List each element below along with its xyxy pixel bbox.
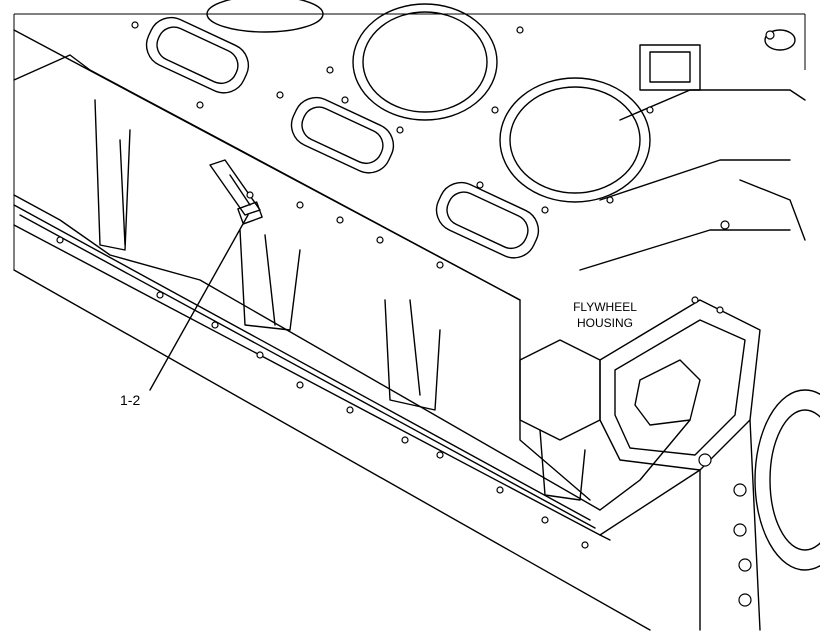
bolt-holes <box>56 21 775 607</box>
callout-leader-line <box>149 214 249 391</box>
engine-block-top-deck <box>13 0 701 631</box>
flywheel-housing <box>519 29 820 631</box>
callout-1-2: 1-2 <box>120 392 140 408</box>
flywheel-housing-label-line2: HOUSING <box>577 316 633 330</box>
flywheel-housing-label-line1: FLYWHEEL <box>573 300 637 314</box>
